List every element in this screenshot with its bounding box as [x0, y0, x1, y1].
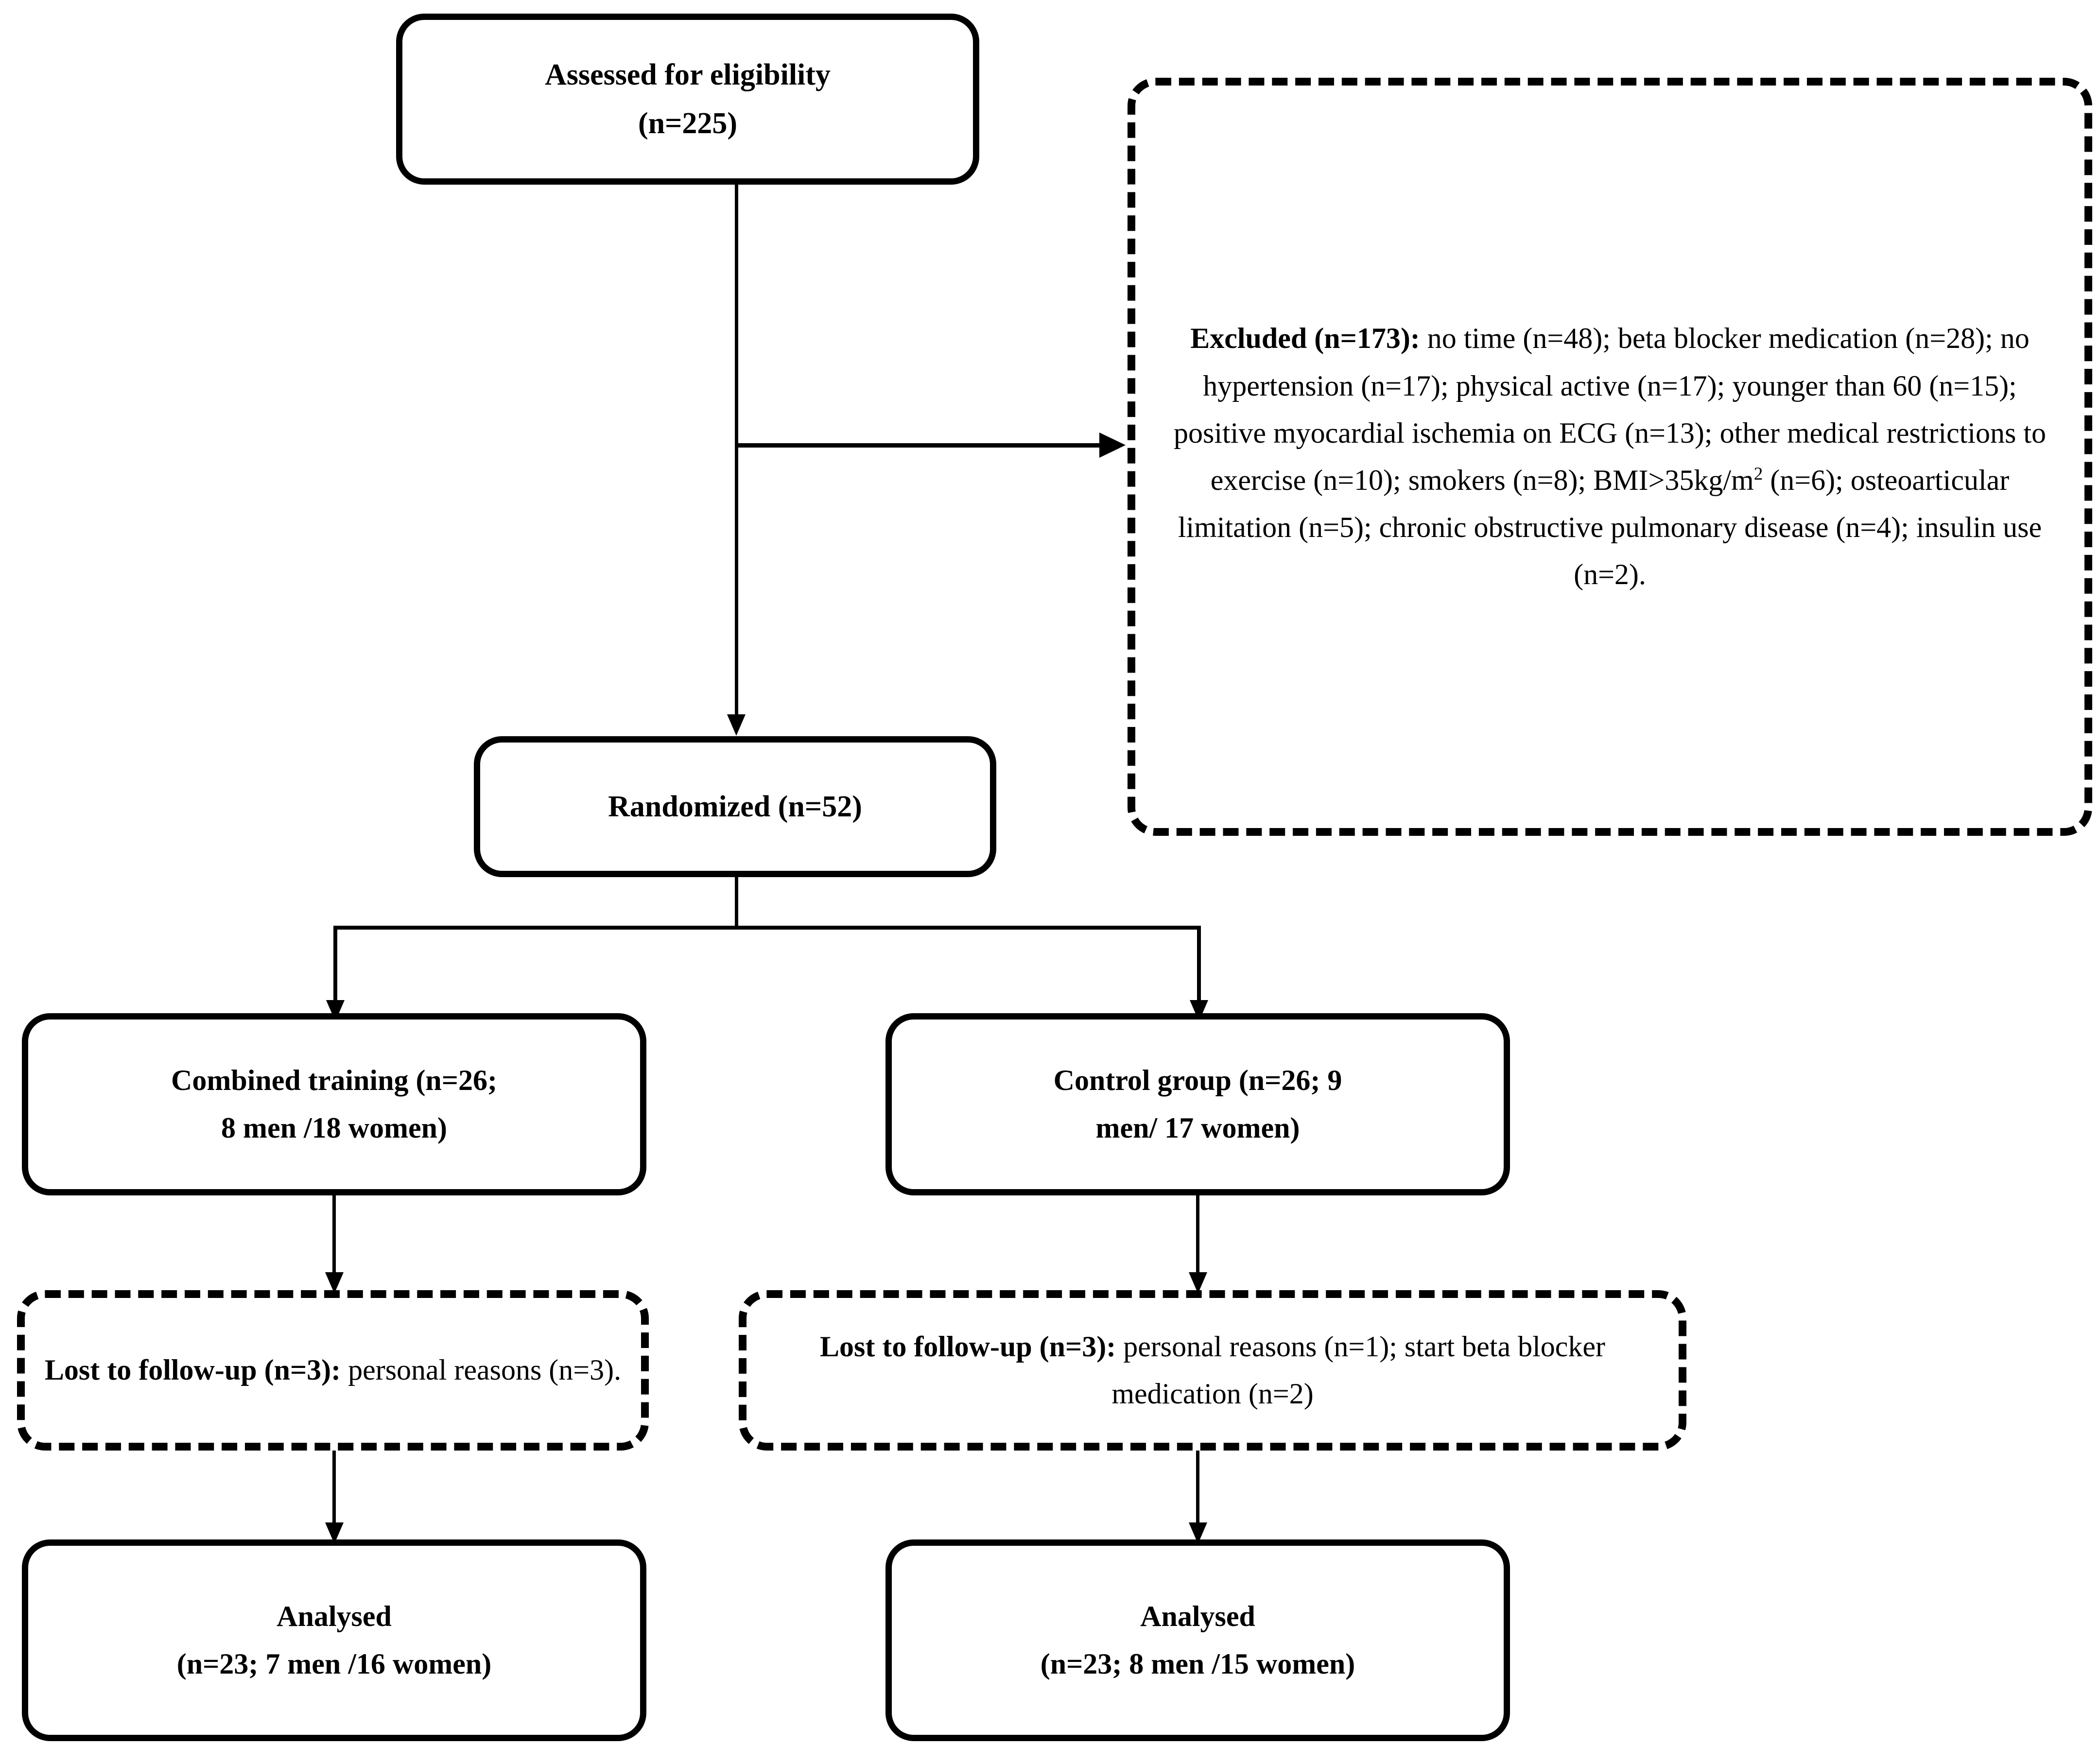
node-analysed-right-text: Analysed (n=23; 8 men /15 women)	[892, 1593, 1504, 1687]
assessed-line1: Assessed for eligibility	[545, 58, 831, 91]
node-lost-right-text: Lost to follow-up (n=3): personal reason…	[746, 1323, 1679, 1417]
arrowhead-randomized	[727, 714, 746, 736]
connector-combined-to-lost	[332, 1195, 336, 1285]
node-lost-to-followup-left[interactable]: Lost to follow-up (n=3): personal reason…	[17, 1290, 649, 1451]
assessed-line2: (n=225)	[638, 107, 738, 140]
excluded-superscript: 2	[1753, 464, 1763, 484]
lost-right-lead: Lost to follow-up (n=3):	[819, 1330, 1116, 1363]
connector-lost-left-to-analysed	[332, 1451, 336, 1536]
lost-left-body: personal reasons (n=3).	[341, 1354, 622, 1386]
node-analysed-left[interactable]: Analysed (n=23; 7 men /16 women)	[22, 1539, 646, 1741]
node-excluded[interactable]: Excluded (n=173): no time (n=48); beta b…	[1128, 78, 2092, 836]
connector-trunk-to-excluded	[735, 443, 1114, 448]
node-analysed-left-text: Analysed (n=23; 7 men /16 women)	[28, 1593, 640, 1687]
node-assessed-text: Assessed for eligibility (n=225)	[402, 51, 973, 148]
arrowhead-excluded	[1099, 432, 1126, 458]
lost-left-lead: Lost to follow-up (n=3):	[44, 1354, 341, 1386]
combined-training-line2: 8 men /18 women)	[221, 1111, 447, 1144]
node-randomized[interactable]: Randomized (n=52)	[474, 736, 996, 877]
arrowhead-lost-left	[325, 1272, 344, 1294]
analysed-left-line2: (n=23; 7 men /16 women)	[176, 1647, 492, 1680]
analysed-right-line2: (n=23; 8 men /15 women)	[1040, 1647, 1355, 1680]
control-group-line1: Control group (n=26; 9	[1053, 1064, 1342, 1097]
connector-split-right-drop	[1197, 926, 1201, 1011]
combined-training-line1: Combined training (n=26;	[171, 1064, 497, 1097]
arrowhead-lost-right	[1189, 1272, 1207, 1294]
excluded-lead: Excluded (n=173):	[1190, 322, 1420, 355]
connector-lost-right-to-analysed	[1196, 1451, 1199, 1536]
connector-randomized-stem	[735, 877, 738, 928]
connector-split-left-drop	[333, 926, 337, 1011]
excluded-body-tail: (n=6); osteoarticular limitation (n=5); …	[1178, 464, 2042, 591]
node-control-group-text: Control group (n=26; 9 men/ 17 women)	[892, 1057, 1504, 1151]
node-control-group[interactable]: Control group (n=26; 9 men/ 17 women)	[885, 1013, 1510, 1195]
node-excluded-text: Excluded (n=173): no time (n=48); beta b…	[1135, 315, 2084, 598]
node-combined-training[interactable]: Combined training (n=26; 8 men /18 women…	[22, 1013, 646, 1195]
node-combined-training-text: Combined training (n=26; 8 men /18 women…	[28, 1057, 640, 1151]
node-lost-left-text: Lost to follow-up (n=3): personal reason…	[25, 1347, 641, 1394]
node-randomized-text: Randomized (n=52)	[608, 790, 862, 823]
control-group-line2: men/ 17 women)	[1095, 1111, 1300, 1144]
connector-assessed-to-randomized	[735, 185, 738, 719]
analysed-left-line1: Analysed	[277, 1600, 392, 1633]
connector-control-to-lost	[1196, 1195, 1199, 1285]
connector-randomized-split-bar	[333, 926, 1201, 930]
node-analysed-right[interactable]: Analysed (n=23; 8 men /15 women)	[885, 1539, 1510, 1741]
node-lost-to-followup-right[interactable]: Lost to follow-up (n=3): personal reason…	[739, 1290, 1686, 1451]
excluded-body: no time (n=48); beta blocker medication …	[1173, 322, 2047, 496]
lost-right-body: personal reasons (n=1); start beta block…	[1111, 1330, 1606, 1410]
node-assessed-for-eligibility[interactable]: Assessed for eligibility (n=225)	[396, 14, 979, 185]
analysed-right-line1: Analysed	[1140, 1600, 1255, 1633]
